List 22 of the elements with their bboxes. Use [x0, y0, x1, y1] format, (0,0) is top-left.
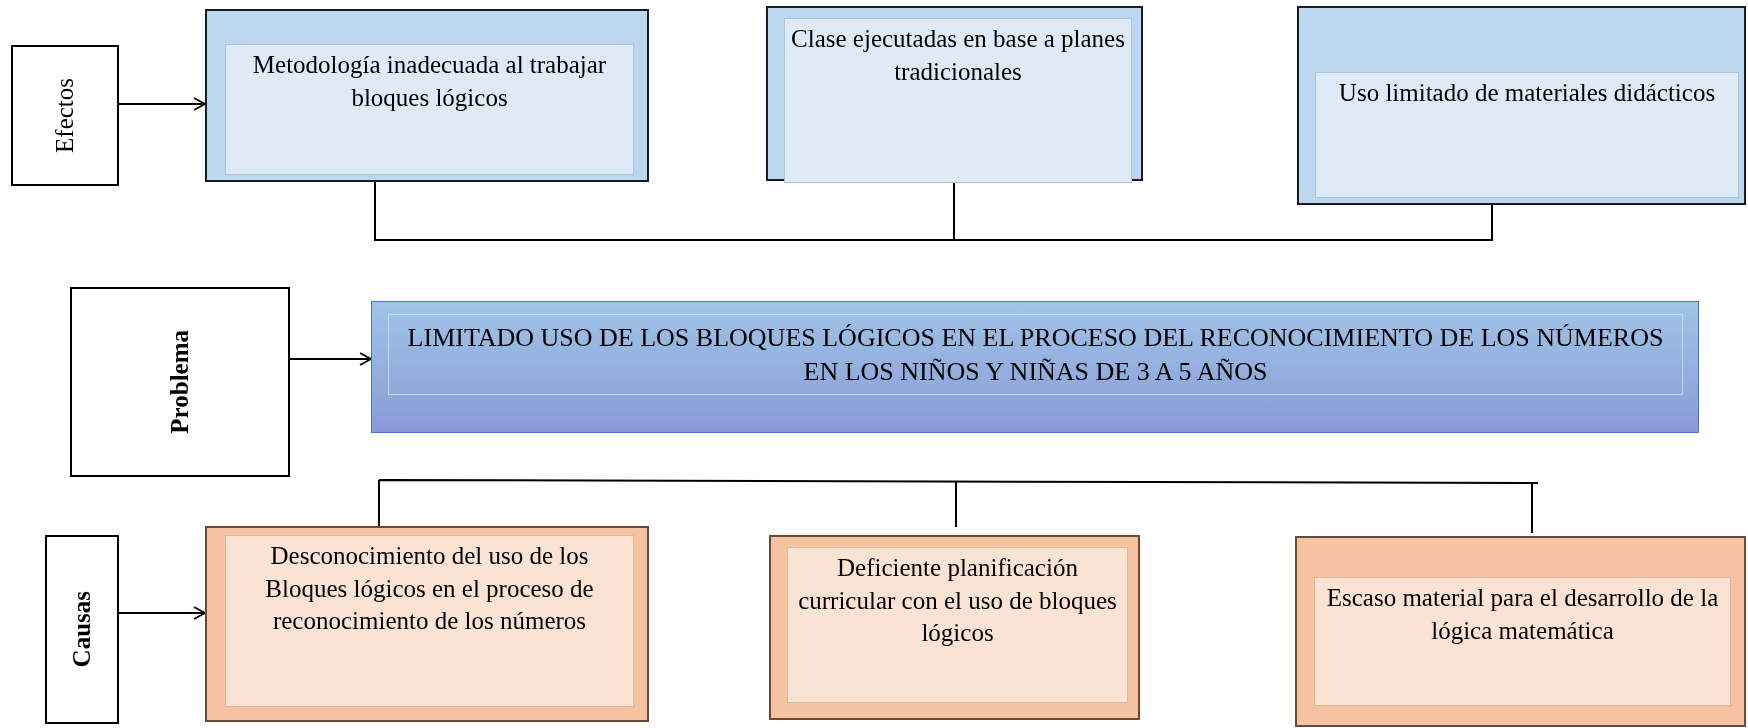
cause-text: Deficiente planificación curricular con el uso de bloques lógicos — [797, 553, 1118, 648]
arrow — [118, 97, 206, 111]
cause-box — [205, 526, 649, 722]
cause-box — [769, 535, 1140, 720]
problem-text: LIMITADO USO DE LOS BLOQUES LÓGICOS EN EL PROCESO DEL RECONOCIMIENTO DE LOS NÚMEROS EN LOS NIÑOS Y NIÑAS DE 3 A 5 AÑOS — [406, 321, 1665, 388]
effect-box — [205, 9, 649, 182]
section-label-box — [45, 535, 119, 724]
section-label: Problema — [166, 330, 194, 434]
section-label: Efectos — [51, 78, 79, 153]
cause-box — [1295, 536, 1746, 727]
arrow — [118, 606, 206, 620]
cause-text: Desconocimiento del uso de los Bloques lógicos en el proceso de reconocimiento de los números — [264, 541, 595, 636]
effect-text: Clase ejecutadas en base a planes tradicionales — [791, 24, 1125, 87]
cause-text: Escaso material para el desarrollo de la lógica matemática — [1325, 583, 1720, 646]
problem-banner — [371, 301, 1699, 433]
section-label: Causas — [68, 591, 96, 668]
section-label-box — [11, 45, 119, 186]
effect-box — [1297, 6, 1746, 205]
effect-text: Uso limitado de materiales didácticos — [1338, 78, 1716, 108]
effect-text: Metodología inadecuada al trabajar bloques lógicos — [251, 50, 608, 113]
section-label-box — [70, 287, 290, 477]
arrow — [289, 352, 372, 366]
